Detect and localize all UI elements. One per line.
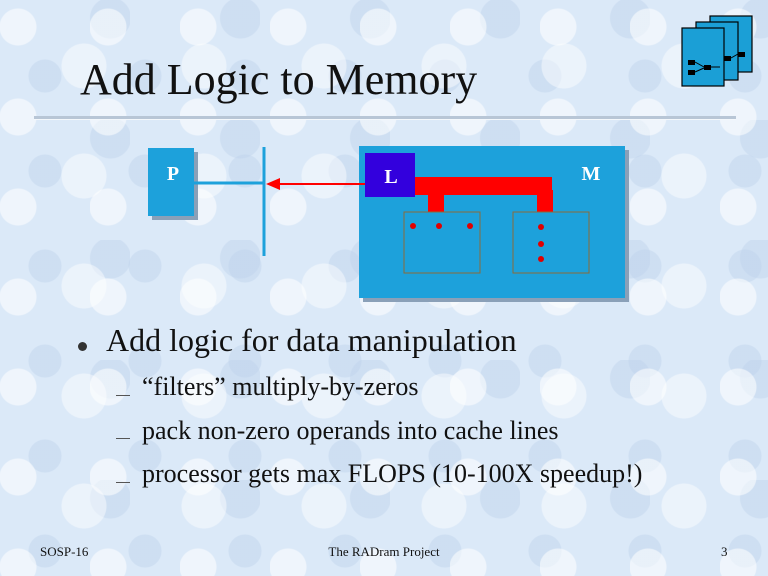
datapath-horizontal xyxy=(414,177,552,195)
logic-label: L xyxy=(384,166,397,188)
bank-left-dot-1 xyxy=(410,223,416,229)
subbullet-flops: processor gets max FLOPS (10-100X speedu… xyxy=(142,459,643,488)
memory-bank-right xyxy=(512,211,590,274)
slide-title: Add Logic to Memory xyxy=(80,55,478,104)
logic-to-bus-arrowhead xyxy=(266,178,280,190)
subbullet-filters: “filters” multiply-by-zeros xyxy=(142,372,419,401)
bank-right-dot-1 xyxy=(538,224,544,230)
bank-right-dot-2 xyxy=(538,241,544,247)
bullet-dot-icon xyxy=(78,342,87,351)
processor-label: P xyxy=(167,163,179,185)
bullet-text: Add logic for data manipulation xyxy=(106,322,517,358)
memory-label: M xyxy=(582,163,601,185)
bank-left-dot-3 xyxy=(467,223,473,229)
bank-right-dot-3 xyxy=(538,256,544,262)
dash-icon xyxy=(116,438,130,439)
title-divider xyxy=(34,116,736,120)
dash-icon xyxy=(116,482,130,483)
memory-bank-left xyxy=(403,211,481,274)
processor-box xyxy=(148,148,194,216)
bank-left-dot-2 xyxy=(436,223,442,229)
datapath-right-drop xyxy=(537,190,553,212)
footer-left: SOSP-16 xyxy=(40,544,89,559)
dash-icon xyxy=(116,395,130,396)
logic-box xyxy=(365,153,415,197)
footer-page-number: 3 xyxy=(721,544,728,559)
subbullet-pack: pack non-zero operands into cache lines xyxy=(142,416,559,445)
logo-page-front xyxy=(681,27,745,87)
circuit-pages-icon xyxy=(681,15,753,87)
footer-center: The RADram Project xyxy=(328,544,440,559)
datapath-left-drop xyxy=(428,190,444,212)
